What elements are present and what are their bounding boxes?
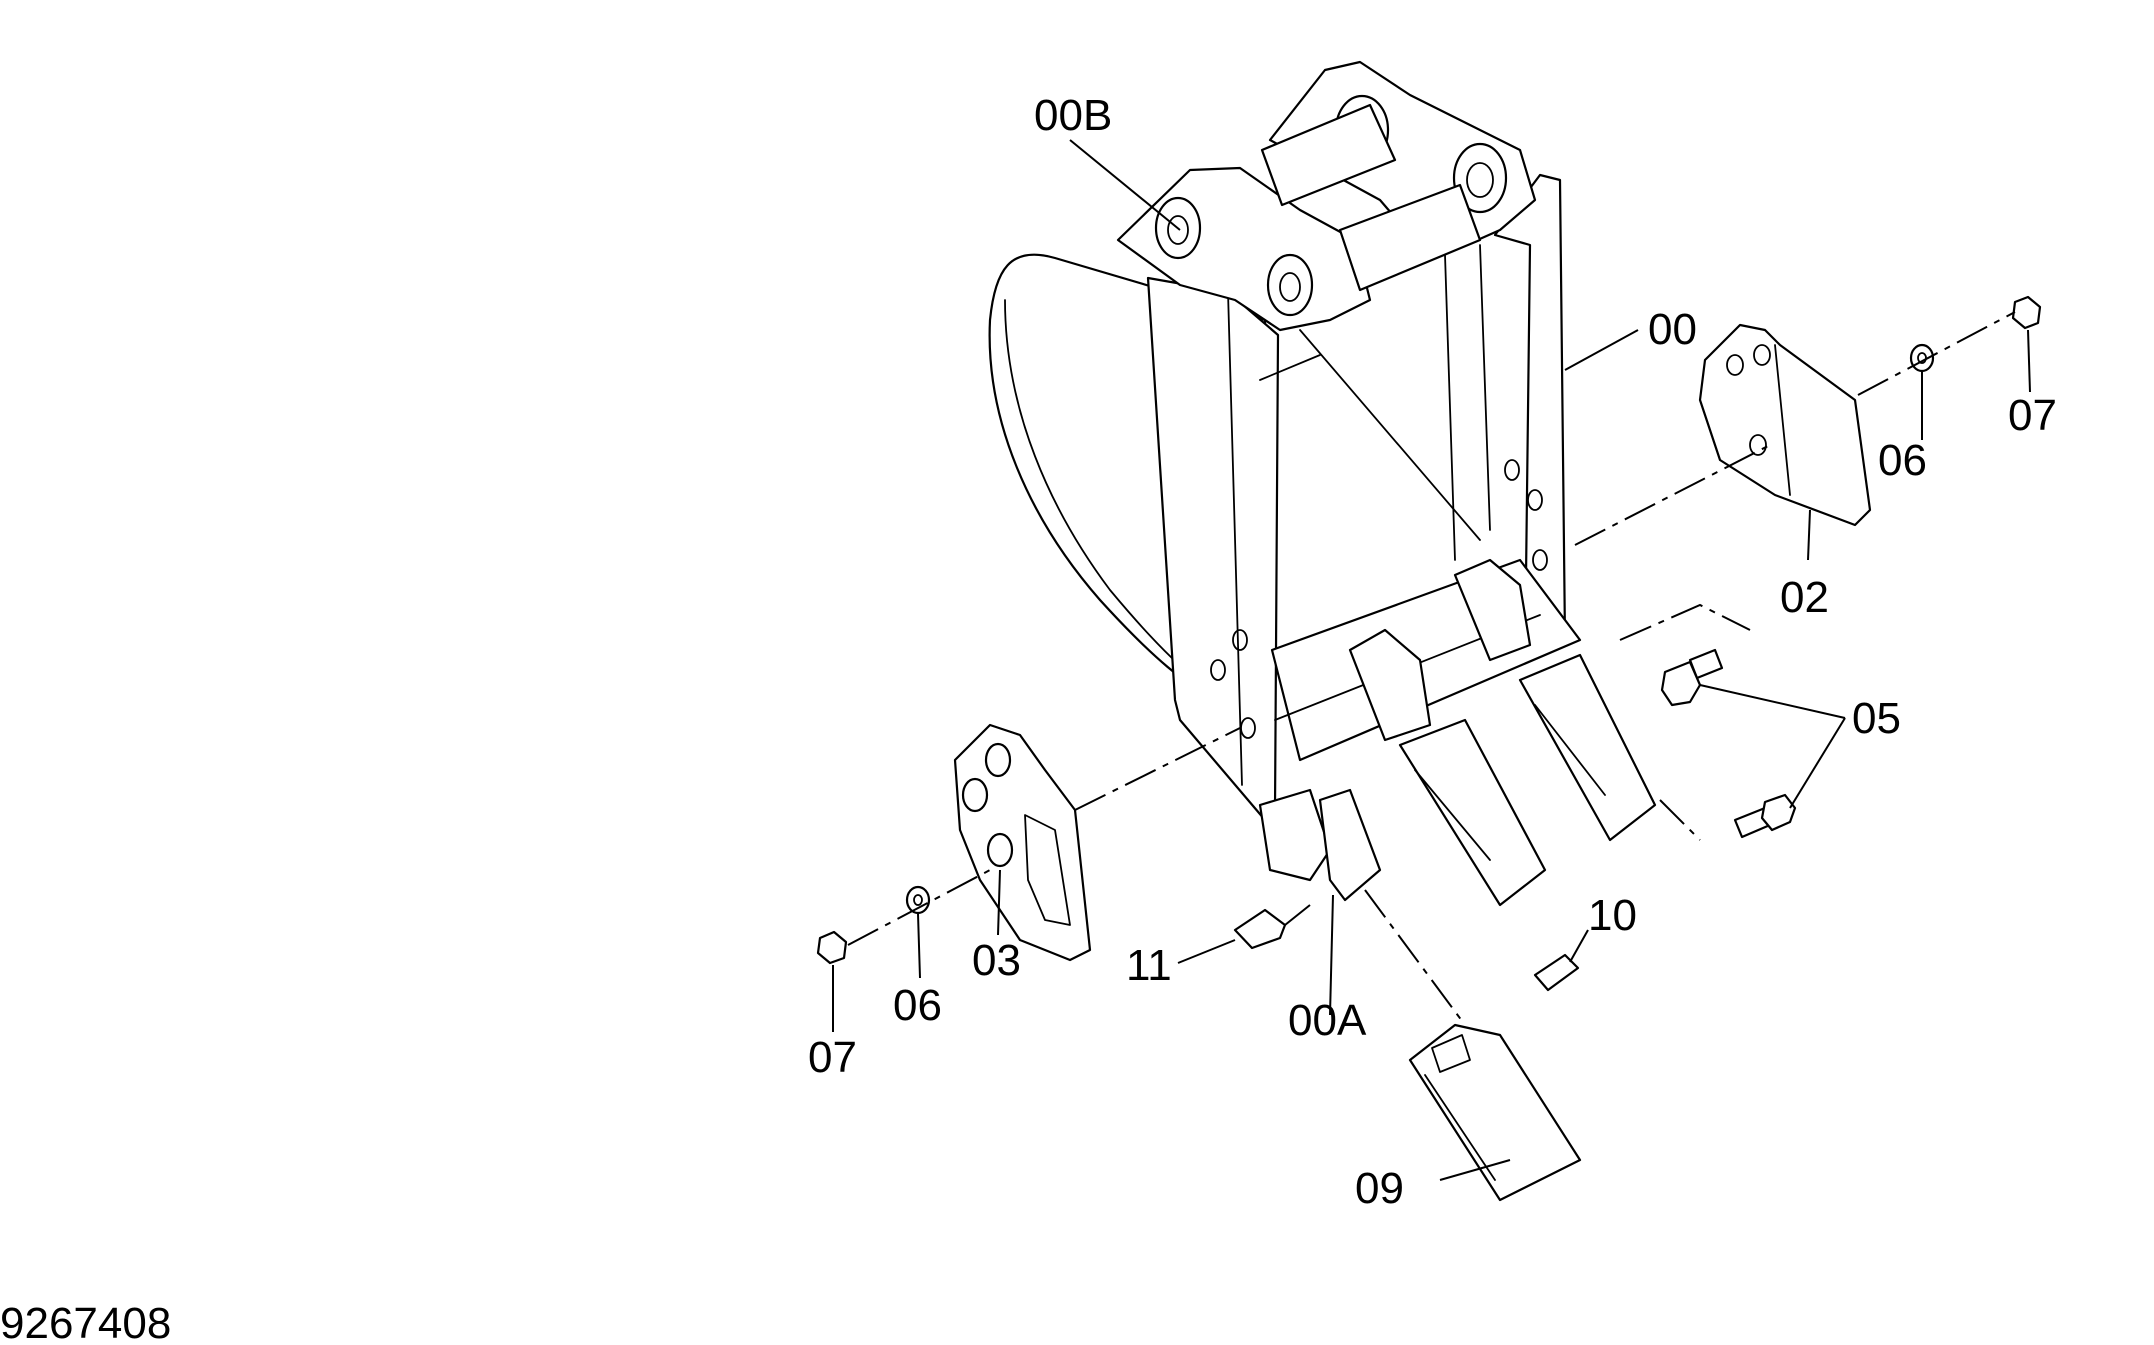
nut-left [816, 930, 848, 965]
tooth-right [1518, 653, 1657, 842]
tooth-09-facet [1424, 1074, 1496, 1181]
tooth-adapters [1258, 558, 1532, 902]
callout-07-right: 07 [2008, 391, 2057, 440]
leader-06-left [917, 913, 921, 979]
left-plate-edge [1227, 291, 1243, 786]
alignment-lines [847, 311, 2016, 1026]
side-cutter-left-window [1024, 814, 1071, 926]
left-plate-hole-2 [1210, 659, 1226, 681]
callout-06-left: 06 [893, 981, 942, 1030]
tooth-right-facet [1534, 704, 1606, 796]
right-cutter-hole-3 [1749, 434, 1767, 456]
axis-tooth-09 [1364, 889, 1466, 1026]
right-plate-hole-3 [1532, 549, 1548, 571]
boss-4-bore [1466, 162, 1494, 198]
axis-right-nut [1857, 311, 2016, 396]
bolts [1660, 648, 1797, 839]
axis-bolts-lower [1659, 799, 1701, 841]
loose-tooth-group [1233, 908, 1582, 1202]
callout-03: 03 [972, 936, 1021, 985]
right-plate-hole-1 [1504, 459, 1520, 481]
leader-lines [832, 139, 2031, 1181]
callout-05: 05 [1852, 694, 1901, 743]
bucket-left-side-plate [1146, 276, 1280, 822]
boss-2 [1266, 253, 1314, 317]
bolt-lower-head [1760, 793, 1797, 832]
axis-right-cutter [1574, 444, 1771, 546]
retainer-11 [1233, 908, 1287, 950]
tooth-09-pocket [1431, 1034, 1471, 1073]
boss-1-bore [1167, 215, 1189, 245]
side-cutter-left [953, 723, 1092, 962]
washer-left [905, 885, 931, 915]
leader-05-a [1699, 684, 1846, 719]
lock-pin-10 [1533, 953, 1580, 992]
cross-tube-lower [1338, 183, 1482, 292]
mounting-bosses [1116, 60, 1537, 332]
leader-09 [1439, 1159, 1511, 1181]
left-cutter-hole-2 [961, 777, 989, 813]
right-cutter-hole-2 [1753, 344, 1771, 366]
leader-00A [1329, 894, 1334, 1016]
adapter-2 [1348, 628, 1432, 742]
adapter-3 [1453, 558, 1532, 662]
leader-02 [1807, 509, 1811, 561]
washer-left-hole [913, 894, 923, 906]
side-cutter-right [1698, 323, 1872, 527]
right-cutter-hole-1 [1726, 354, 1744, 376]
side-cutter-left-body [953, 723, 1092, 962]
leader-03 [997, 869, 1001, 936]
bucket-cross-line [1259, 354, 1321, 381]
callout-00B: 00B [1034, 91, 1112, 140]
callout-02: 02 [1780, 573, 1829, 622]
tooth-09-body [1408, 1023, 1582, 1202]
boss-4 [1452, 142, 1508, 214]
left-cutter-hole-1 [984, 742, 1012, 778]
left-cutter-hole-3 [986, 832, 1014, 868]
callout-07-left: 07 [808, 1033, 857, 1082]
nut-right [2011, 295, 2042, 330]
right-plate-inner-2 [1479, 244, 1491, 531]
leader-00 [1564, 329, 1639, 371]
installed-teeth [1398, 653, 1657, 907]
leader-05-b [1789, 717, 1846, 809]
leader-07-right [2027, 329, 2031, 393]
bolt-upper-head [1660, 660, 1702, 707]
callout-10: 10 [1588, 891, 1637, 940]
boss-2-bore [1279, 272, 1301, 302]
bucket-floor-line [1299, 329, 1481, 541]
callout-00A: 00A [1288, 996, 1367, 1045]
tooth-middle [1398, 718, 1547, 907]
axis-bolts [1619, 603, 1751, 641]
callout-11: 11 [1126, 941, 1172, 990]
leader-11 [1177, 939, 1236, 964]
side-cutter-right-body [1698, 323, 1872, 527]
callout-labels: 00B 00 02 06 07 05 10 11 00A 03 06 07 09 [808, 91, 2057, 1213]
washers-and-nuts [816, 295, 2042, 965]
callout-09: 09 [1355, 1164, 1404, 1213]
right-plate-hole-2 [1527, 489, 1543, 511]
tooth-middle-facet [1414, 769, 1491, 861]
axis-left-cutter [1074, 727, 1241, 811]
leader-10 [1569, 929, 1589, 963]
callout-06-right: 06 [1878, 436, 1927, 485]
leader-00B [1069, 139, 1181, 231]
left-plate-hole-3 [1240, 717, 1256, 739]
cross-tube-upper [1260, 103, 1397, 207]
adapter-1-nose [1318, 788, 1382, 902]
axis-retainer-11 [1284, 904, 1311, 926]
callout-00: 00 [1648, 305, 1697, 354]
left-plate-hole-1 [1232, 629, 1248, 651]
document-number: 9267408 [0, 1299, 171, 1345]
axis-left-nut [847, 869, 991, 946]
side-cutter-right-edge [1774, 344, 1791, 496]
adapter-1 [1258, 788, 1332, 882]
right-plate-inner [1444, 254, 1456, 561]
